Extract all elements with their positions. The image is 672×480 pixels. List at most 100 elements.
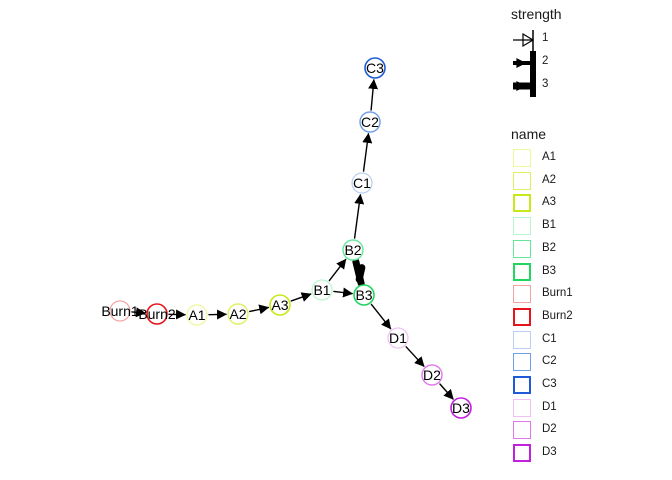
node-circle: [353, 284, 375, 306]
node-circle: [186, 304, 208, 326]
name-legend-label: A1: [542, 151, 557, 163]
name-legend-swatch: [513, 194, 531, 213]
node-label: D3: [452, 400, 470, 416]
node-circle: [387, 327, 409, 349]
node-circle: [351, 172, 373, 194]
name-legend-label: D1: [542, 400, 557, 413]
name-legend-item: A3: [511, 193, 671, 215]
node-A2: A2: [227, 303, 249, 325]
name-legend-swatch: [513, 444, 531, 463]
node-label: D1: [389, 330, 407, 346]
edge-C2-C3: [368, 78, 379, 111]
node-B1: B1: [311, 279, 333, 301]
edge-C1-C2: [362, 132, 373, 172]
name-legend-swatch: [513, 171, 531, 190]
node-label: B1: [313, 282, 330, 298]
name-legend-item: B1: [511, 216, 671, 238]
node-circle: [450, 397, 472, 419]
node-Burn1: Burn1: [101, 300, 139, 322]
name-legend-swatch: [513, 353, 531, 372]
edge-B1-B2: [328, 258, 347, 282]
edge-B2-B3-bundle: [355, 264, 366, 283]
node-circle: [146, 303, 168, 325]
name-legend-swatch: [513, 285, 531, 304]
node-label: D2: [423, 367, 441, 383]
name-legend-item: D2: [511, 420, 671, 442]
name-legend-item: D3: [511, 443, 671, 465]
node-D1: D1: [387, 327, 409, 349]
name-legend-swatch: [513, 307, 531, 326]
edge-A2-A3: [249, 304, 270, 315]
name-legend-item: B3: [511, 262, 671, 284]
name-legend-label: B3: [542, 264, 557, 277]
edge-A3-B1: [290, 292, 312, 302]
node-circle: [269, 294, 291, 316]
node-label: A3: [271, 297, 288, 313]
name-legend-title: name: [511, 126, 547, 142]
name-legend-swatch: [513, 330, 531, 349]
node-label: Burn1: [101, 303, 139, 319]
node-B3: B3: [353, 284, 375, 306]
strength-key-icon: [513, 74, 536, 97]
node-circle: [421, 364, 443, 386]
strength-legend-label: 2: [542, 55, 549, 67]
node-label: Burn2: [138, 306, 176, 322]
edges-layer: [131, 78, 454, 400]
node-circle: [359, 111, 381, 133]
edge-B2-C1: [353, 193, 365, 239]
name-legend-label: Burn1: [542, 287, 573, 300]
name-legend-item: D1: [511, 398, 671, 420]
strength-legend-item: 1: [511, 28, 671, 51]
node-D3: D3: [450, 397, 472, 419]
name-legend-label: D2: [542, 423, 557, 436]
strength-key-icon: [513, 51, 536, 74]
node-label: C1: [353, 175, 371, 191]
edge-Burn1-Burn2: [131, 307, 147, 318]
node-circle: [342, 239, 364, 261]
name-legend-swatch: [513, 262, 531, 281]
node-C3: C3: [364, 57, 386, 79]
edge-D2-D3: [439, 383, 454, 400]
name-legend-swatch: [513, 398, 531, 417]
strength-key-arrowhead: [516, 58, 527, 68]
node-A1: A1: [186, 304, 208, 326]
name-legend-label: D3: [542, 446, 557, 459]
strength-legend-label: 3: [542, 78, 549, 90]
name-legend-swatch: [513, 421, 531, 440]
name-legend-label: Burn2: [542, 309, 573, 322]
name-legend-label: C2: [542, 355, 557, 368]
node-label: B3: [355, 287, 372, 303]
node-C2: C2: [359, 111, 381, 133]
edge-B3-D1: [370, 303, 392, 330]
name-legend-swatch: [513, 239, 531, 258]
node-label: A1: [188, 307, 205, 323]
node-label: B2: [344, 242, 361, 258]
strength-key-arrowhead: [522, 32, 535, 48]
strength-legend-title: strength: [511, 6, 562, 22]
name-legend-swatch: [513, 376, 531, 394]
node-D2: D2: [421, 364, 443, 386]
node-label: A2: [229, 306, 246, 322]
name-legend-item: A1: [511, 148, 671, 170]
name-legend-label: C1: [542, 332, 557, 345]
node-B2: B2: [342, 239, 364, 261]
name-legend-label: A2: [542, 173, 557, 186]
name-legend-item: Burn1: [511, 284, 671, 306]
name-legend-item: A2: [511, 171, 671, 193]
name-legend-item: C1: [511, 330, 671, 352]
name-legend-label: B2: [542, 241, 557, 254]
name-legend-label: C3: [542, 378, 557, 390]
node-circle: [109, 300, 131, 322]
node-circle: [364, 57, 386, 79]
strength-key-icon: [513, 30, 535, 51]
node-label: C2: [361, 114, 379, 130]
edge-D1-D2: [405, 346, 425, 367]
name-legend-swatch: [513, 149, 531, 167]
node-A3: A3: [269, 294, 291, 316]
name-legend-label: B1: [542, 219, 557, 232]
edge-B1-B3: [333, 287, 354, 298]
name-legend-item: C3: [511, 375, 671, 397]
name-legend-label: A3: [542, 196, 557, 209]
